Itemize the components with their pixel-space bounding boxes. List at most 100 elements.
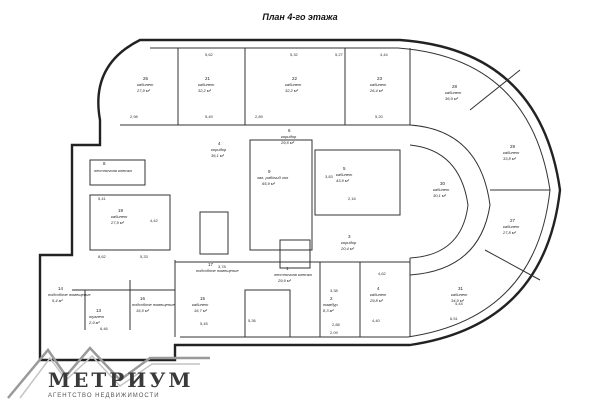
- room-label-6: 6 коридор 29,6 м²: [280, 128, 297, 145]
- svg-text:15: 15: [200, 296, 206, 301]
- svg-text:5,4 м²: 5,4 м²: [52, 298, 63, 303]
- svg-text:29,6 м²: 29,6 м²: [280, 140, 295, 145]
- svg-text:кабинет: кабинет: [285, 82, 302, 87]
- room-label-31: 31 кабинет 34,9 м²: [451, 286, 468, 303]
- room-label-16: 16 подсобное помещение 16,5 м²: [132, 296, 175, 313]
- room-label-15: 15 кабинет 16,7 м²: [192, 296, 209, 313]
- small-room-box: [199, 211, 229, 255]
- svg-text:коридор: коридор: [281, 134, 297, 139]
- svg-text:36,9 м²: 36,9 м²: [445, 96, 459, 101]
- brand-name: МЕТРИУМ: [48, 368, 194, 392]
- svg-text:30: 30: [440, 181, 446, 186]
- room-label-8: 8 лестничная клетка: [93, 161, 132, 173]
- elevator-box: [279, 239, 311, 269]
- svg-text:4: 4: [377, 286, 380, 291]
- svg-text:20,4 м²: 20,4 м²: [340, 246, 355, 251]
- svg-text:подсобное помещение: подсобное помещение: [132, 302, 175, 307]
- room-label-23: 23 кабинет 26,4 м²: [369, 76, 387, 93]
- svg-text:тамбур: тамбур: [323, 302, 338, 307]
- dimension-label: 2,09: [330, 330, 339, 335]
- dimension-label: 5,36: [248, 318, 257, 323]
- dimension-label: 4,42: [150, 218, 159, 223]
- svg-text:29,9 м²: 29,9 м²: [277, 278, 292, 283]
- svg-text:13: 13: [96, 308, 102, 313]
- svg-text:кабинет: кабинет: [192, 302, 209, 307]
- svg-text:28: 28: [452, 84, 458, 89]
- svg-text:27,8 м²: 27,8 м²: [502, 230, 517, 235]
- svg-text:9: 9: [268, 169, 271, 174]
- svg-text:кабинет: кабинет: [503, 150, 520, 155]
- svg-text:кабинет: кабинет: [336, 172, 353, 177]
- svg-text:29,8 м²: 29,8 м²: [369, 298, 384, 303]
- svg-text:2: 2: [330, 296, 333, 301]
- dimension-label: 4,44: [380, 52, 389, 57]
- outer-wall: [38, 38, 562, 362]
- partition: [469, 69, 521, 111]
- svg-text:кабинет: кабинет: [111, 214, 128, 219]
- room-label-27: 27 кабинет 27,8 м²: [502, 218, 520, 235]
- svg-text:кабинет: кабинет: [370, 82, 387, 87]
- svg-text:кабинет: кабинет: [503, 224, 520, 229]
- dimension-label: 4,40: [372, 318, 381, 323]
- dimension-label: 8,62: [98, 254, 107, 259]
- svg-text:27: 27: [510, 218, 516, 223]
- room-19-box: [89, 194, 171, 251]
- room-label-4-corridor: 4 коридор 36,1 м²: [211, 141, 227, 158]
- svg-text:коридор: коридор: [211, 147, 227, 152]
- svg-text:33,8 м²: 33,8 м²: [503, 156, 517, 161]
- hall-box: [249, 139, 313, 251]
- svg-text:6: 6: [288, 128, 291, 133]
- svg-text:31: 31: [458, 286, 464, 291]
- room-label-2: 2 тамбур 8,3 м²: [323, 296, 338, 313]
- room-label-19: 19 кабинет 27,9 м²: [110, 208, 128, 225]
- dimension-labels: 5,62 5,32 5,27 4,44 2,98 5,49 2,89 5,20 …: [98, 52, 464, 335]
- room-label-22: 22 кабинет 32,2 м²: [285, 76, 302, 93]
- stair-box: [244, 289, 291, 338]
- room-label-28: 28 кабинет 36,9 м²: [445, 84, 462, 101]
- dimension-label: 5,33: [140, 254, 149, 259]
- svg-text:кабинет: кабинет: [451, 292, 468, 297]
- room-label-1: 1 лестничная клетка 29,9 м²: [273, 266, 312, 283]
- plan-title: План 4-го этажа: [262, 12, 338, 22]
- svg-text:19: 19: [118, 208, 124, 213]
- svg-text:2,9 м²: 2,9 м²: [88, 320, 100, 325]
- svg-text:5: 5: [343, 166, 346, 171]
- svg-text:34,9 м²: 34,9 м²: [451, 298, 465, 303]
- svg-text:22: 22: [292, 76, 298, 81]
- svg-text:8,3 м²: 8,3 м²: [323, 308, 334, 313]
- svg-text:лестничная клетка: лестничная клетка: [93, 168, 132, 173]
- room-label-14: 14 подсобное помещение 5,4 м²: [48, 286, 91, 303]
- dimension-label: 2,98: [130, 114, 139, 119]
- room-label-21: 21 кабинет 32,2 м²: [198, 76, 215, 93]
- svg-text:коридор: коридор: [341, 240, 357, 245]
- svg-text:36,1 м²: 36,1 м²: [211, 153, 225, 158]
- dimension-label: 2,88: [332, 322, 341, 327]
- svg-text:26: 26: [143, 76, 149, 81]
- svg-text:подсобное помещение: подсобное помещение: [196, 268, 239, 273]
- svg-text:кабинет: кабинет: [433, 187, 450, 192]
- svg-text:65,9 м²: 65,9 м²: [262, 181, 276, 186]
- brand-tagline: АГЕНТСТВО НЕДВИЖИМОСТИ: [48, 393, 160, 399]
- dimension-label: 3,38: [330, 288, 339, 293]
- svg-text:3: 3: [348, 234, 351, 239]
- svg-text:16,5 м²: 16,5 м²: [136, 308, 150, 313]
- svg-text:32,2 м²: 32,2 м²: [198, 88, 212, 93]
- room-label-5: 5 кабинет 43,9 м²: [336, 166, 353, 183]
- logo-roof-icon: [7, 346, 210, 399]
- svg-text:27,9 м²: 27,9 м²: [110, 220, 125, 225]
- room-label-3: 3 коридор 20,4 м²: [340, 234, 357, 251]
- svg-text:16,7 м²: 16,7 м²: [194, 308, 208, 313]
- dimension-label: 5,45: [200, 321, 209, 326]
- dimension-label: 5,27: [335, 52, 344, 57]
- svg-text:лестничная клетка: лестничная клетка: [273, 272, 312, 277]
- svg-text:27,9 м²: 27,9 м²: [136, 88, 151, 93]
- svg-text:туалет: туалет: [89, 314, 105, 319]
- dimension-label: 4,44: [455, 301, 464, 306]
- svg-text:8: 8: [103, 161, 106, 166]
- dimension-label: 5,32: [290, 52, 299, 57]
- room-label-30: 30 кабинет 30,1 м²: [433, 181, 450, 198]
- svg-text:кабинет: кабинет: [137, 82, 154, 87]
- svg-text:1: 1: [286, 266, 289, 271]
- room-label-17: 17 подсобное помещение: [196, 262, 239, 273]
- dimension-label: 5,62: [205, 52, 214, 57]
